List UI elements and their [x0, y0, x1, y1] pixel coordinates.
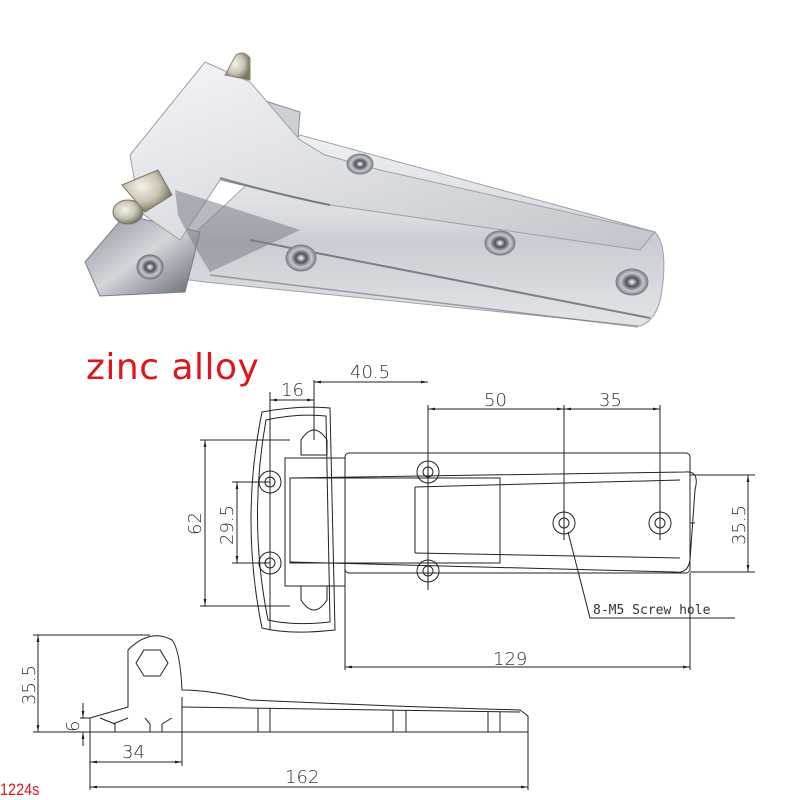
top-view-base-outline	[250, 406, 336, 633]
dim-129: 129	[493, 649, 527, 670]
side-view-outline	[89, 635, 529, 733]
screw-hole	[346, 153, 374, 175]
dim-35-5-right: 35.5	[729, 505, 750, 545]
material-label: zinc alloy	[86, 347, 260, 388]
pin-bottom	[300, 585, 328, 611]
screw-hole	[285, 244, 317, 272]
screw-hole	[136, 254, 164, 280]
acorn-nut	[112, 199, 144, 225]
screw-hole-note: 8-M5 Screw hole	[593, 603, 711, 618]
dim-40-5: 40.5	[350, 362, 390, 383]
dim-6: 6	[63, 721, 84, 732]
dim-29-5: 29.5	[217, 505, 238, 545]
dim-16: 16	[281, 380, 304, 401]
hinge-arm	[129, 61, 656, 251]
hinge-base-plate	[84, 214, 201, 297]
screw-holes-top-view	[258, 460, 672, 583]
screw-hole	[484, 230, 516, 256]
dim-35-5-left: 35.5	[19, 665, 40, 705]
dim-50: 50	[484, 390, 507, 411]
screw-hole	[615, 268, 649, 296]
dim-34: 34	[122, 742, 145, 763]
dim-62: 62	[185, 512, 206, 535]
dim-162: 162	[285, 767, 319, 788]
model-code: 1224s	[0, 780, 40, 799]
pin-top	[300, 429, 328, 456]
dim-35: 35	[599, 390, 622, 411]
